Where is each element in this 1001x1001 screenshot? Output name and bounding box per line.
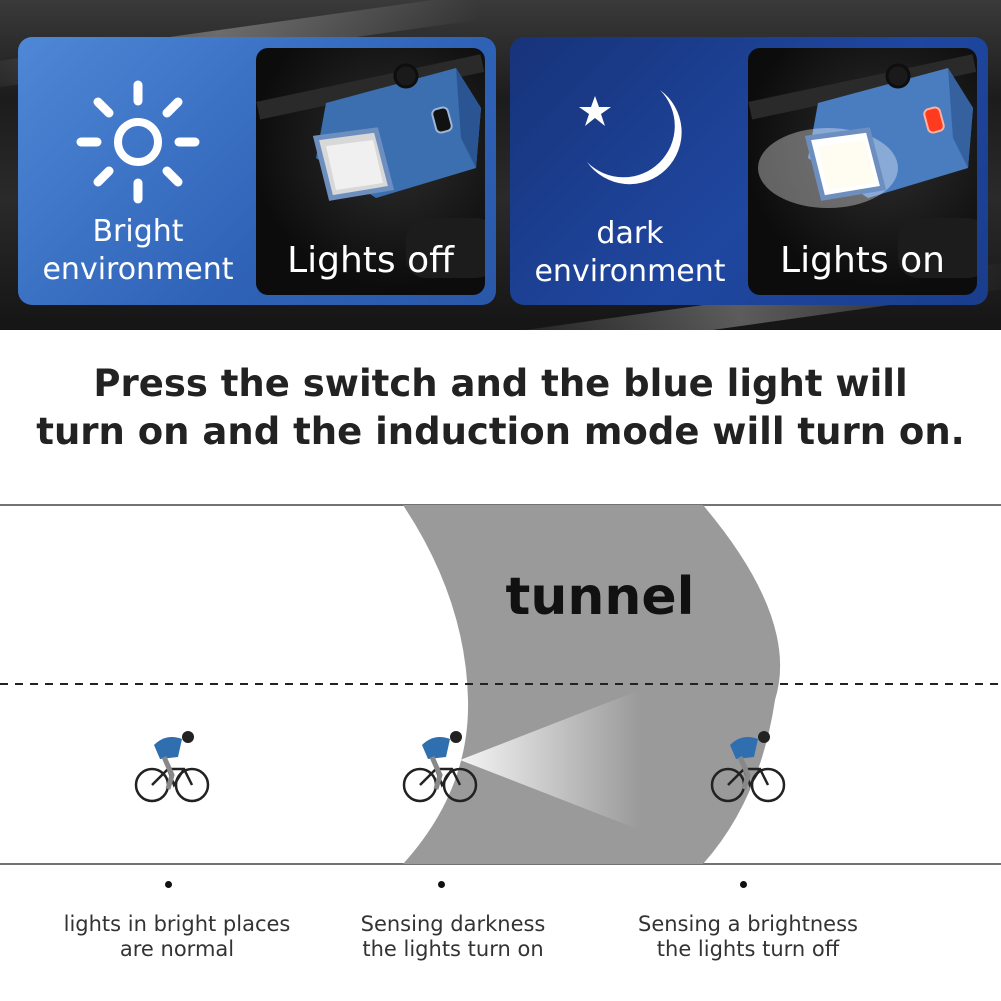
headline-line: Press the switch and the blue light will (93, 362, 908, 405)
caption-line: Sensing darkness (360, 912, 546, 936)
environment-line: Bright (92, 214, 184, 249)
caption-line: the lights turn on (362, 937, 544, 961)
step-marker (740, 881, 747, 888)
moon-star-icon (579, 90, 682, 185)
tunnel-diagram (0, 504, 1001, 865)
caption-line: lights in bright places (63, 912, 291, 936)
headline-line: turn on and the induction mode will turn… (36, 410, 965, 453)
lights-on-label: Lights on (780, 240, 945, 281)
environment-line: environment (42, 252, 234, 287)
environment-line: dark (596, 216, 664, 251)
step-marker (438, 881, 445, 888)
caption-line: are normal (119, 937, 235, 961)
light-off-photo: Lights off (256, 48, 485, 295)
lights-off-label: Lights off (287, 240, 454, 281)
sun-icon (76, 80, 200, 204)
bright-environment-label: Bright environment (18, 213, 258, 289)
step-caption-bright: lights in bright places are normal (27, 912, 327, 962)
headlight-beam (460, 690, 640, 830)
top-banner: Bright environment Lights off dark e (0, 0, 1001, 330)
tunnel-label: tunnel (505, 567, 695, 627)
bike-light-off-image (256, 54, 485, 278)
cyclist-icon (710, 731, 786, 803)
environment-line: environment (534, 254, 726, 289)
caption-line: the lights turn off (656, 937, 840, 961)
cyclist-icon (402, 731, 478, 803)
step-caption-dark: Sensing darkness the lights turn on (303, 912, 603, 962)
dark-environment-panel: dark environment Lights on (510, 37, 988, 305)
headline: Press the switch and the blue light will… (0, 360, 1001, 456)
dark-environment-label: dark environment (510, 215, 750, 291)
caption-line: Sensing a brightness (638, 912, 858, 936)
cyclist-icon (134, 731, 210, 803)
bright-environment-panel: Bright environment Lights off (18, 37, 496, 305)
bike-light-on-image (748, 54, 977, 278)
step-caption-exit: Sensing a brightness the lights turn off (598, 912, 898, 962)
step-marker (165, 881, 172, 888)
light-on-photo: Lights on (748, 48, 977, 295)
